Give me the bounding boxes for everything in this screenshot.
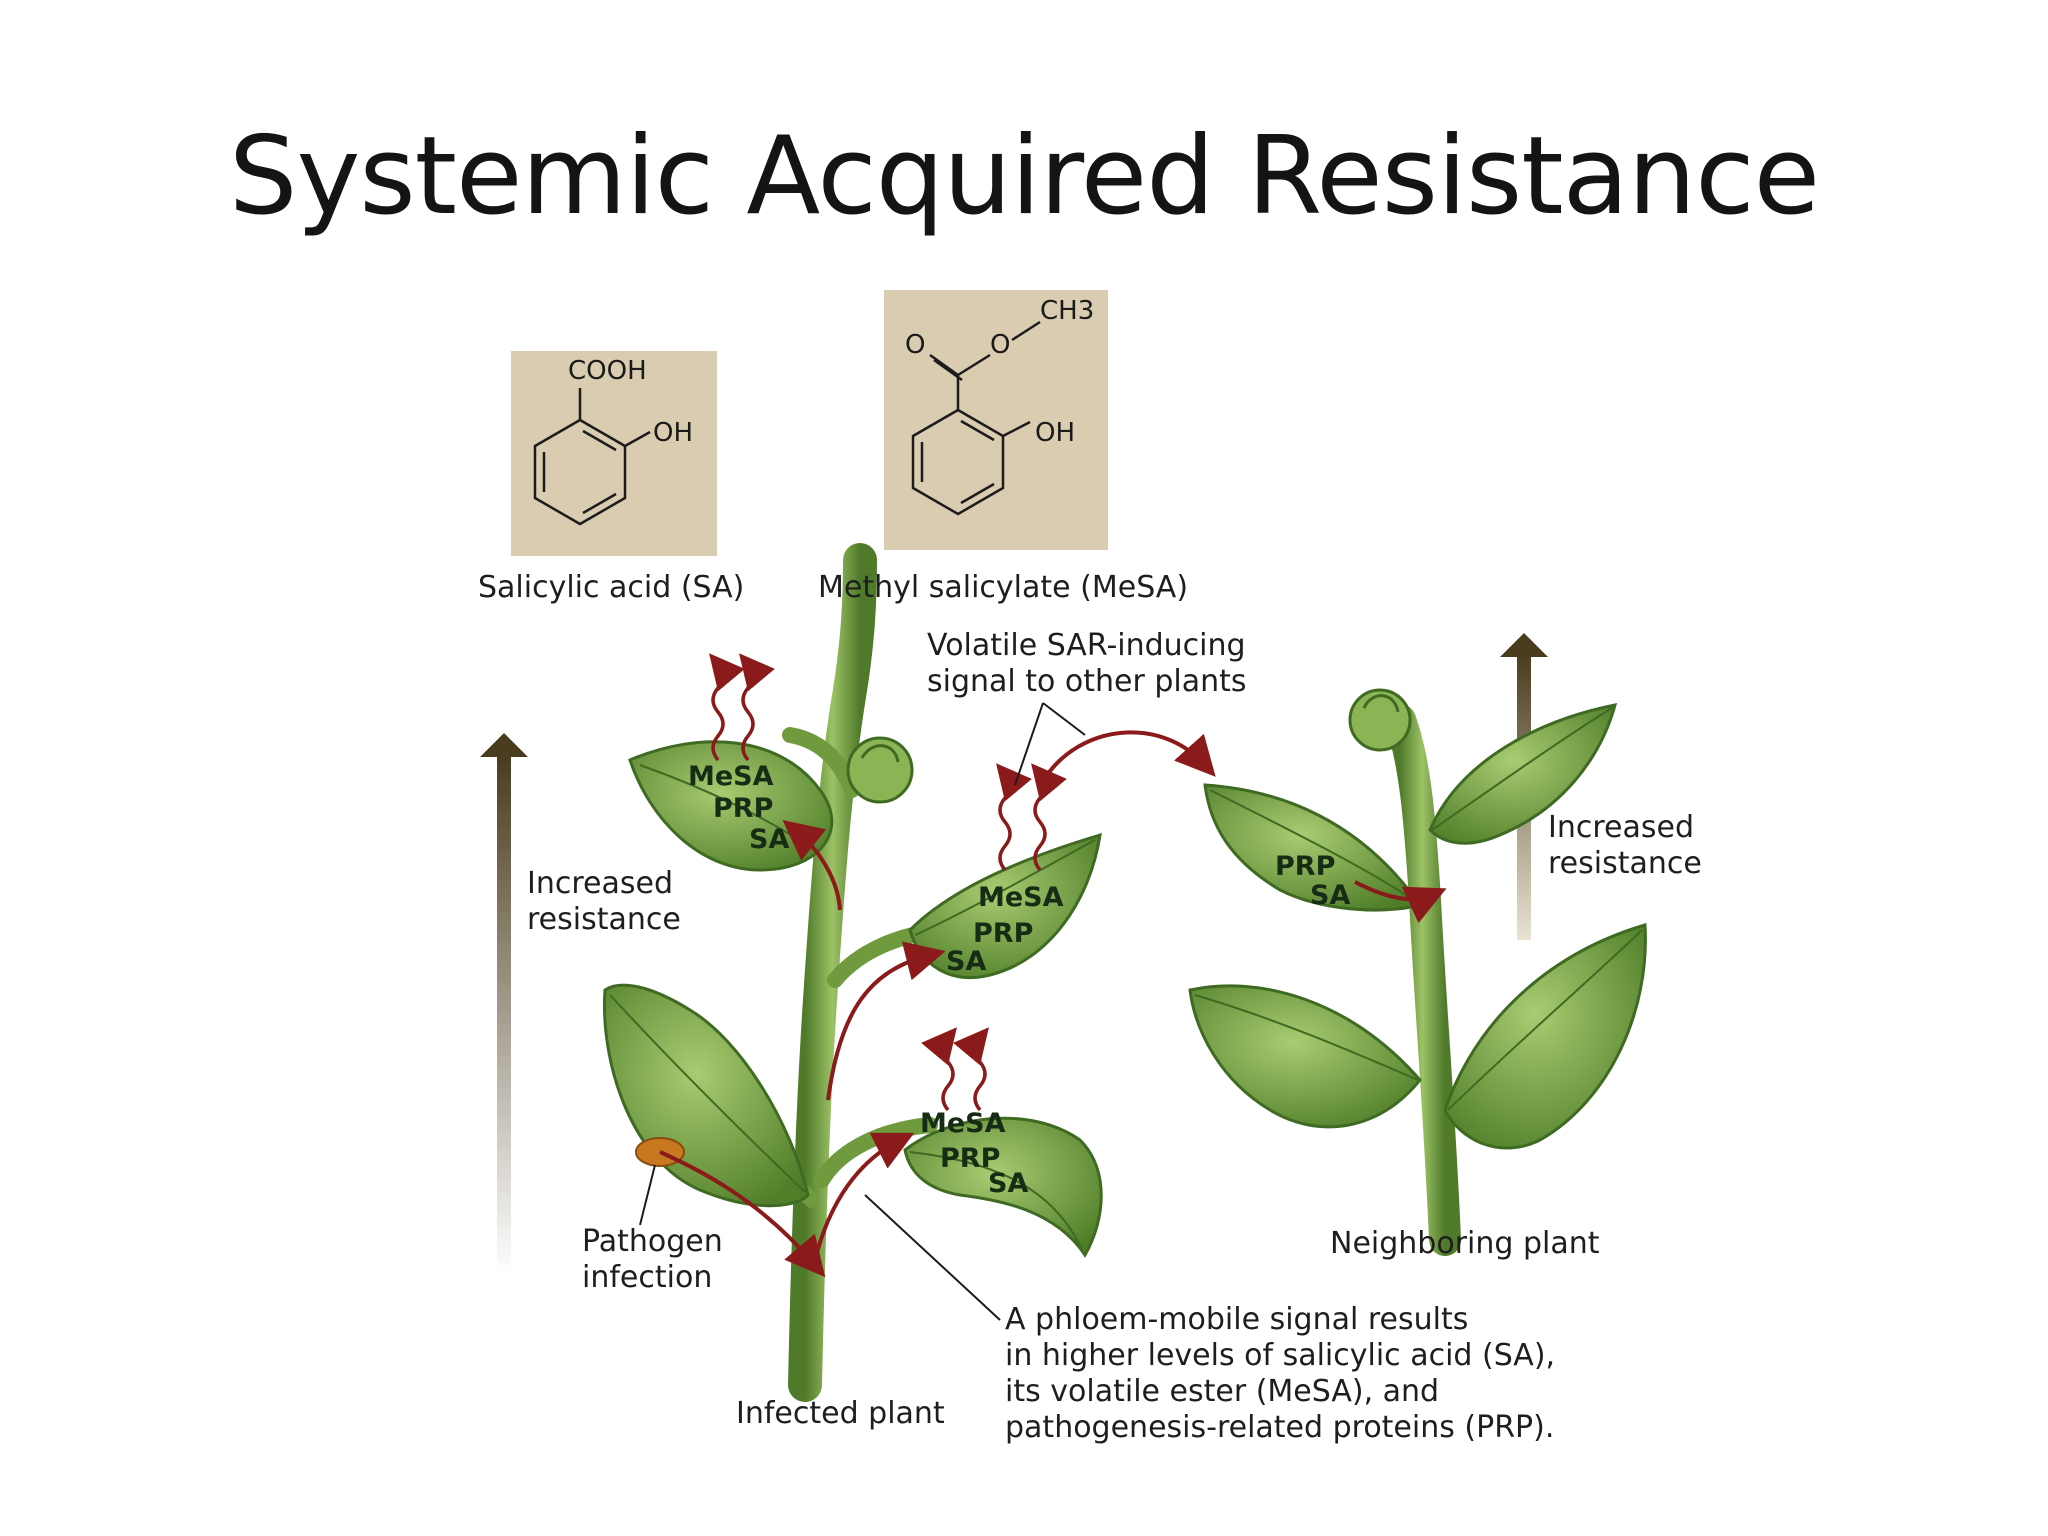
mesa-structure-box [884, 290, 1108, 550]
leaf-mr-prp: PRP [973, 918, 1034, 949]
leaf-tl-prp: PRP [713, 793, 774, 824]
leaf-tl-sa: SA [749, 824, 790, 855]
sa-oh-label: OH [653, 418, 694, 448]
neighboring-plant [1188, 688, 1647, 1256]
mesa-name-label: Methyl salicylate (MeSA) [818, 570, 1189, 605]
resistance-arrow-left [497, 755, 511, 1275]
mesa-oh-label: OH [1035, 418, 1076, 448]
leaf-tl-mesa: MeSA [688, 761, 774, 792]
mesa-o2-label: O [990, 330, 1011, 360]
increased-resistance-left-2: resistance [527, 902, 681, 937]
phloem-signal-label-3: its volatile ester (MeSA), and [1005, 1374, 1440, 1409]
pathogen-infection-label-1: Pathogen [582, 1224, 723, 1259]
pathogen-infection-label-2: infection [582, 1260, 713, 1295]
sa-ring [533, 388, 651, 526]
neighboring-plant-label: Neighboring plant [1330, 1226, 1600, 1261]
leaf-middle-right [908, 832, 1102, 980]
mesa-o1-label: O [905, 330, 926, 360]
phloem-signal-label-2: in higher levels of salicylic acid (SA), [1005, 1338, 1556, 1373]
phloem-signal-label-4: pathogenesis-related proteins (PRP). [1005, 1410, 1555, 1445]
increased-resistance-right-1: Increased [1548, 810, 1695, 845]
mesa-ch3-label: CH3 [1040, 296, 1095, 326]
sa-name-label: Salicylic acid (SA) [478, 570, 745, 605]
sa-cooh-label: COOH [568, 356, 647, 386]
sa-structure-box [511, 351, 717, 556]
volatile-signal-label-2: signal to other plants [927, 664, 1247, 699]
leaf-mr-mesa: MeSA [978, 882, 1064, 913]
increased-resistance-right-2: resistance [1548, 846, 1702, 881]
volatile-signal-label-1: Volatile SAR-inducing [927, 628, 1246, 663]
slide-title: Systemic Acquired Resistance [228, 114, 1820, 239]
leaf-lr-prp: PRP [940, 1143, 1001, 1174]
phloem-signal-label-1: A phloem-mobile signal results [1005, 1302, 1469, 1337]
infected-plant-label: Infected plant [736, 1396, 945, 1431]
increased-resistance-left-1: Increased [527, 866, 674, 901]
leaf-lr-sa: SA [988, 1168, 1029, 1199]
leaf-mr-sa: SA [946, 946, 987, 977]
neighbor-leaf-sa: SA [1310, 880, 1351, 911]
volatile-signal-arrow [1043, 730, 1216, 780]
leaf-lr-mesa: MeSA [920, 1108, 1006, 1139]
leaf-lower-right [903, 1116, 1103, 1258]
neighbor-leaf-prp: PRP [1275, 851, 1336, 882]
infected-plant [602, 543, 1103, 1402]
mesa-ring [911, 320, 1041, 516]
